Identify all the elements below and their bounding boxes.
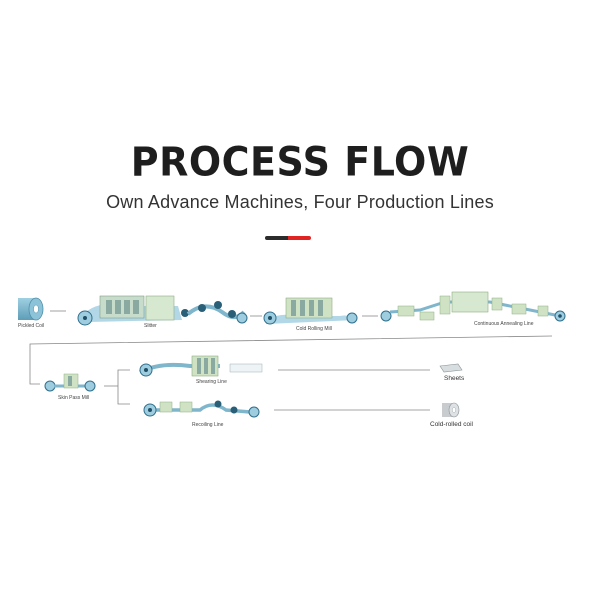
page-subtitle: Own Advance Machines, Four Production Li… bbox=[106, 192, 494, 212]
sheets-icon bbox=[439, 363, 463, 373]
recoiling-line-icon bbox=[143, 400, 260, 418]
page-title: PROCESS FLOW bbox=[130, 138, 470, 186]
label-cold-rolling-mill: Cold Rolling Mill bbox=[296, 326, 332, 332]
label-skin-pass-mill: Skin Pass Mill bbox=[58, 395, 90, 401]
label-continuous-annealing-line: Continuous Annealing Line bbox=[474, 321, 534, 327]
label-sheets: Sheets bbox=[444, 375, 465, 382]
title-divider bbox=[265, 236, 311, 240]
shearing-line-icon bbox=[139, 355, 263, 377]
return-connector bbox=[29, 335, 553, 385]
divider-red-segment bbox=[288, 236, 311, 240]
label-shearing-line: Shearing Line bbox=[196, 379, 227, 385]
label-recoiling-line: Recoiling Line bbox=[192, 422, 224, 428]
cold-rolled-coil-icon bbox=[442, 402, 460, 418]
label-cold-rolled-coil: Cold-rolled coil bbox=[430, 421, 473, 428]
label-slitter: Slitter bbox=[144, 323, 157, 329]
continuous-annealing-line-icon bbox=[380, 291, 566, 322]
pickled-coil-icon bbox=[18, 297, 44, 321]
skin-pass-mill-icon bbox=[44, 373, 96, 392]
slitter-machine-icon bbox=[77, 295, 248, 326]
label-pickled-coil: Pickled Coil bbox=[18, 323, 45, 329]
cold-rolling-mill-icon bbox=[263, 297, 358, 325]
divider-dark-segment bbox=[265, 236, 288, 240]
branch-connector bbox=[117, 369, 130, 405]
